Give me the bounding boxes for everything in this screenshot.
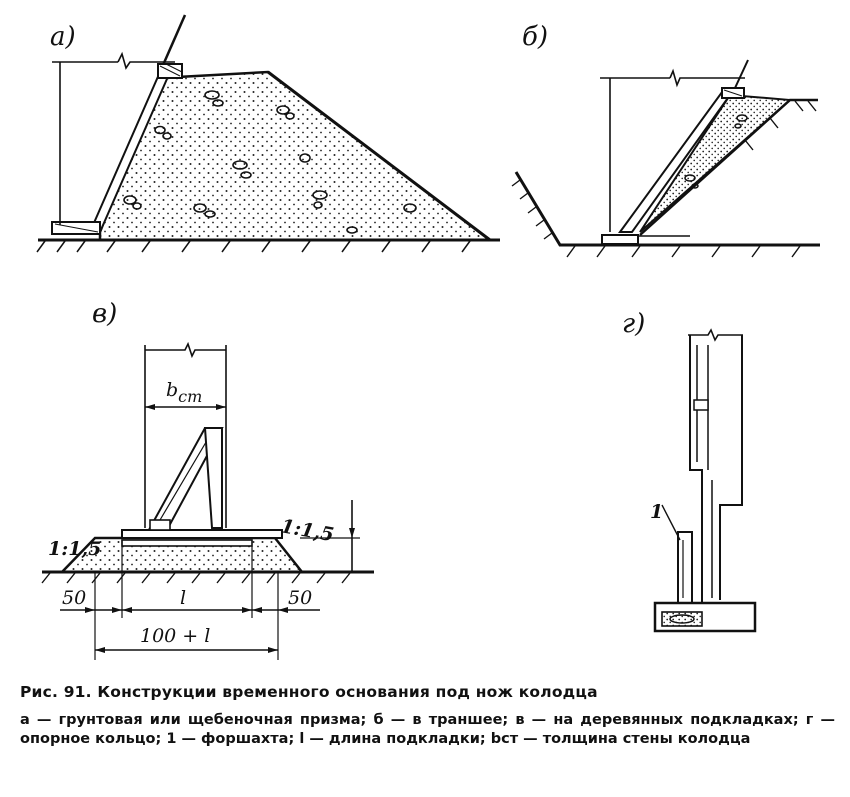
break-mark-a: [117, 51, 175, 70]
leader-1: [661, 504, 681, 541]
label-g: г): [622, 309, 645, 339]
ring-detail: [661, 611, 703, 627]
soil-wedge-b: [639, 93, 793, 233]
wall-outer-g: [719, 335, 743, 600]
panel-g: г) 1: [622, 309, 757, 633]
label-a: а): [50, 22, 76, 52]
stones-b: [684, 114, 748, 189]
break-mark-v: [145, 341, 226, 359]
dim-50-left: 50: [62, 587, 86, 609]
dim-total: 100 + l: [140, 625, 210, 647]
diagram-figure: а): [36, 14, 820, 660]
label-v: в): [92, 299, 117, 329]
wall-extension-b: [734, 59, 749, 89]
caption-title: Рис. 91. Конструкции временного основани…: [20, 683, 598, 701]
caption-legend: а — грунтовая или щебеночная призма; б —…: [20, 712, 835, 747]
break-mark-b: [669, 68, 745, 88]
figure-caption: Рис. 91. Конструкции временного основани…: [20, 683, 835, 749]
timber-pad-bottom: [121, 539, 253, 547]
panel-a: а): [36, 14, 500, 253]
timber-pad-top: [121, 529, 283, 539]
stones-a: [123, 90, 417, 234]
break-mark-g: [688, 328, 743, 342]
slope-right-label: 1:1,5: [279, 515, 335, 546]
dim-l: l: [180, 587, 186, 609]
dim-bst-main: b: [166, 379, 178, 401]
trench-hatch-b: [511, 179, 801, 258]
panel-b: б): [511, 22, 820, 258]
item-1-label: 1: [650, 501, 663, 523]
wall-inner-g: [689, 335, 703, 610]
slope-left-label: 1:1,5: [48, 538, 101, 560]
label-b: б): [522, 22, 548, 52]
joint-g: [693, 399, 709, 411]
panel-v: в) bст 1:1,5 1:1,5: [41, 299, 374, 660]
forshakhta: [677, 531, 693, 605]
dim-bst-sub: ст: [178, 387, 202, 406]
trench-right-hatch-b: [744, 100, 817, 151]
base-pad-b: [601, 234, 639, 245]
dim-bst: bст: [166, 379, 202, 406]
prism-slope: [267, 70, 491, 242]
knife-v: [203, 427, 223, 529]
trench-bottom: [514, 171, 820, 247]
ground-hatch-a: [36, 240, 471, 253]
ground-hatch-v: [41, 572, 351, 584]
dim-50-right: 50: [288, 587, 312, 609]
